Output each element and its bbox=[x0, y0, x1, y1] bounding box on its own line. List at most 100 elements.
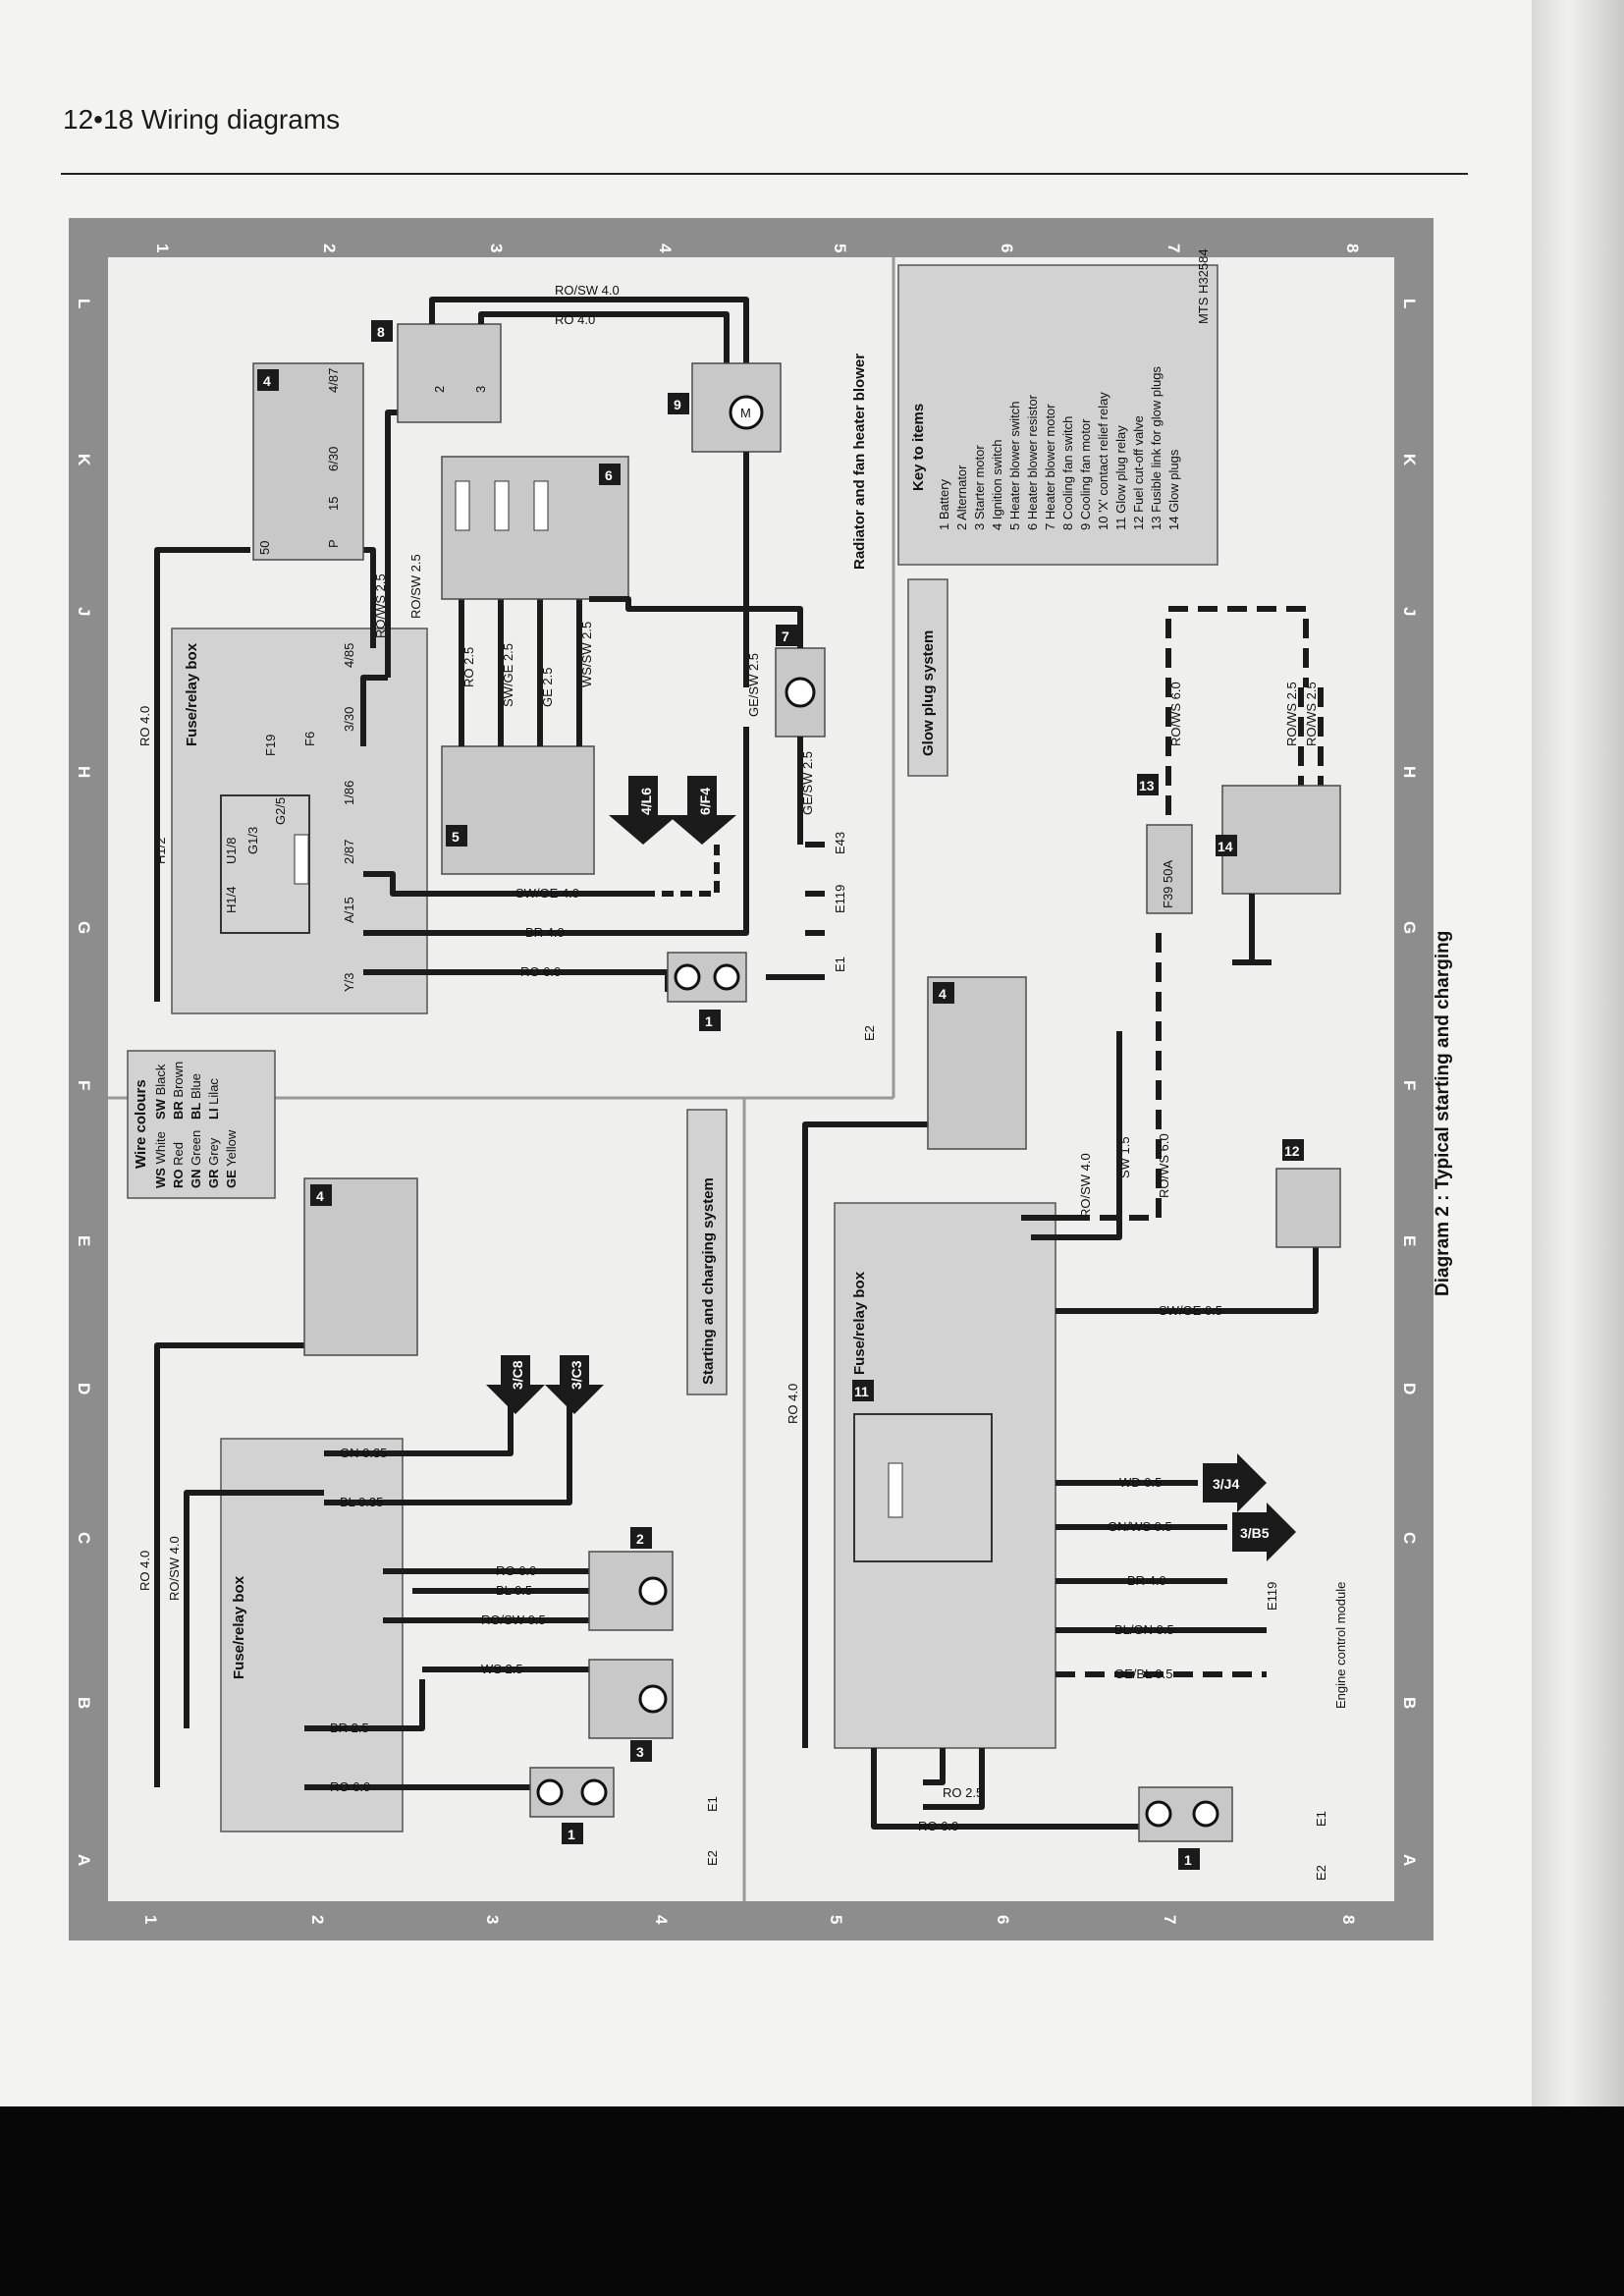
grid-number: 3 bbox=[483, 1915, 502, 1924]
page-header: 12•18 Wiring diagrams bbox=[63, 104, 340, 136]
wire-label: RO/SW 2.5 bbox=[408, 554, 423, 619]
tag-8 bbox=[371, 320, 393, 342]
resistor-element bbox=[494, 480, 510, 531]
wire-label: RO/WS 2.5 bbox=[1284, 682, 1299, 746]
grid-letter: J bbox=[75, 607, 93, 616]
wire-sw-ge-4-0-dotted bbox=[643, 845, 720, 897]
key-item: 12 Fuel cut-off valve bbox=[1131, 415, 1146, 530]
terminal-z2: A/15 bbox=[342, 897, 356, 923]
plus-icon bbox=[1145, 1800, 1172, 1828]
key-item: 10 'X' contact relief relay bbox=[1096, 392, 1110, 530]
key-panel: Key to items 1 Battery 2 Alternator 3 St… bbox=[897, 248, 1218, 566]
grid-letter: G bbox=[75, 921, 93, 934]
wire-label: BR 2.5 bbox=[330, 1721, 369, 1735]
wire-label: RO/WS 2.5 bbox=[1304, 682, 1319, 746]
alternator-icon bbox=[638, 1576, 668, 1606]
fuse-f6: F6 bbox=[302, 732, 317, 746]
wire-label: RO/WS 6.0 bbox=[1157, 1133, 1171, 1198]
grid-letter: D bbox=[75, 1383, 93, 1394]
wire-ro-ws-6-0-b bbox=[1041, 933, 1162, 1221]
fuse-f39: F39 50A bbox=[1161, 860, 1175, 908]
wire-ro-ws-6-0 bbox=[1165, 606, 1309, 903]
wire-label: RO 6.0 bbox=[496, 1563, 536, 1578]
tag-13 bbox=[1137, 774, 1159, 795]
wire-label: WS 2.5 bbox=[481, 1662, 523, 1676]
terminal: 6/30 bbox=[326, 447, 341, 471]
ecm-label: Engine control module bbox=[1333, 1582, 1348, 1709]
grid-number: 1 bbox=[141, 1915, 160, 1924]
arrow-3-b5 bbox=[1232, 1503, 1296, 1561]
motor-symbol-icon: M bbox=[740, 406, 751, 420]
blower-motor-icon bbox=[785, 677, 816, 708]
ground-wires bbox=[766, 842, 825, 980]
heater-blower-switch bbox=[441, 745, 595, 875]
tag-2 bbox=[630, 1527, 652, 1549]
arrow-6-f4 bbox=[668, 776, 736, 845]
fuse-box-label: Fuse/relay box bbox=[231, 1575, 247, 1679]
wire-label: SW 1.5 bbox=[1117, 1136, 1132, 1178]
tag-6 bbox=[599, 464, 621, 485]
wire-label: BL 0.35 bbox=[340, 1495, 383, 1509]
scan-border bbox=[0, 2106, 1624, 2296]
ground-label: E119 bbox=[833, 885, 847, 913]
tag-number: 2 bbox=[636, 1531, 644, 1547]
grid-letter: C bbox=[1400, 1532, 1419, 1544]
wire-label: GE 2.5 bbox=[540, 668, 555, 707]
page-edge bbox=[1532, 0, 1624, 2106]
minus-icon bbox=[713, 963, 740, 991]
tag-number: 11 bbox=[854, 1384, 869, 1399]
arrow-3-j4 bbox=[1203, 1453, 1267, 1512]
grid-number: 5 bbox=[831, 244, 849, 252]
wire-label: RO 2.5 bbox=[943, 1785, 983, 1800]
minus-icon bbox=[580, 1778, 608, 1806]
tag-9 bbox=[668, 393, 689, 414]
ignition-switch-glow bbox=[927, 976, 1027, 1150]
tag-11 bbox=[852, 1380, 874, 1401]
wire-label: BR 4.0 bbox=[525, 925, 565, 940]
grid-number: 3 bbox=[487, 244, 506, 252]
arrow-3-c8 bbox=[486, 1355, 545, 1414]
terminal: H1/4 bbox=[224, 887, 239, 913]
grid-number: 8 bbox=[1343, 244, 1362, 252]
grid-number: 7 bbox=[1164, 244, 1183, 252]
key-item: 1 Battery bbox=[937, 478, 951, 530]
key-item: 8 Cooling fan switch bbox=[1060, 416, 1075, 530]
terminal-a15: 4/85 bbox=[342, 643, 356, 668]
ground-label: E43 bbox=[833, 832, 847, 854]
ignition-switch-bottom bbox=[303, 1177, 418, 1356]
wiring-diagram: 1 2 3 4 5 6 7 8 1 2 3 4 5 6 7 8 A B C D … bbox=[69, 218, 1453, 1941]
wire-colour-row: RO Red bbox=[171, 1142, 186, 1188]
ground-label: E119 bbox=[1265, 1582, 1279, 1611]
wire-ro-2-5-blower bbox=[589, 596, 803, 648]
tag-number: 14 bbox=[1218, 839, 1233, 854]
section-label-box bbox=[686, 1109, 728, 1395]
wire-ro-sw-2-5 bbox=[429, 297, 749, 363]
wire-label: RO/SW 4.0 bbox=[555, 283, 620, 298]
wire-colour-row: BR Brown bbox=[171, 1062, 186, 1120]
tag-1b bbox=[562, 1823, 583, 1844]
grid-number: 1 bbox=[153, 244, 172, 252]
tag-number: 8 bbox=[377, 324, 385, 340]
grid-number: 5 bbox=[827, 1915, 845, 1924]
plus-icon bbox=[536, 1778, 564, 1806]
fuel-cut-off-valve bbox=[1275, 1168, 1341, 1248]
starting-charging-circuit: Wire colours WS White RO Red GN Green GR… bbox=[127, 1050, 728, 1866]
wire-label: GE/SW 2.5 bbox=[800, 751, 815, 815]
grid-numbers-bottom: 1 2 3 4 5 6 7 8 bbox=[141, 1915, 1358, 1925]
offpage-label: 3/C8 bbox=[510, 1360, 525, 1390]
arrow-4-l6 bbox=[609, 776, 677, 845]
wire-colours-title: Wire colours bbox=[133, 1079, 149, 1169]
wire-colour-row: WS White bbox=[153, 1131, 168, 1188]
grid-letter: B bbox=[75, 1697, 93, 1709]
wire-sw-1-5 bbox=[1031, 1031, 1122, 1240]
ground-label: E2 bbox=[862, 1025, 877, 1041]
wire-ro-4-0-b bbox=[154, 1342, 304, 1787]
wire-label: SW/GE 0.5 bbox=[1159, 1303, 1222, 1318]
tag-number: 12 bbox=[1284, 1143, 1300, 1159]
ignition-switch-top bbox=[252, 362, 364, 561]
page-title: Wiring diagrams bbox=[140, 104, 341, 135]
wire-ro-6-0-glow bbox=[871, 1748, 1139, 1830]
terminal-q2: 3/30 bbox=[342, 707, 356, 732]
wire-ro-4-0 bbox=[154, 547, 250, 1002]
tag-4b bbox=[310, 1184, 332, 1206]
